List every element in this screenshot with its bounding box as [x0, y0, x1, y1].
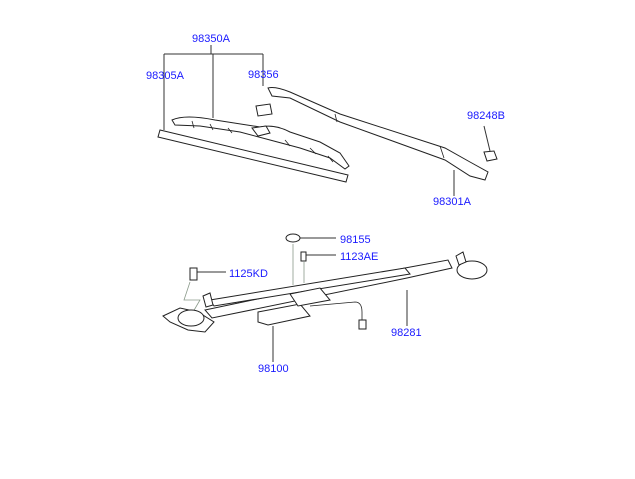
part-label-98305A[interactable]: 98305A	[146, 70, 185, 82]
cap-98155	[285, 233, 301, 243]
part-label-98155[interactable]: 98155	[340, 234, 371, 246]
leader-lines-lower	[183, 237, 408, 362]
part-label-98301A[interactable]: 98301A	[433, 196, 472, 208]
wiper-arm-98301A	[267, 87, 489, 181]
part-label-98356[interactable]: 98356	[248, 69, 279, 81]
wiper-motor-98100	[257, 287, 367, 330]
part-label-98248B[interactable]: 98248B	[467, 110, 505, 122]
part-label-1123AE[interactable]: 1123AE	[340, 251, 378, 263]
cap-98248B	[483, 125, 498, 162]
part-label-1125KD[interactable]: 1125KD	[229, 268, 268, 280]
bolt-1123AE	[300, 251, 307, 262]
part-label-98281[interactable]: 98281	[391, 327, 422, 339]
wiper-linkage-98281	[162, 251, 488, 333]
leader-lines-upper	[163, 45, 455, 196]
part-label-98100[interactable]: 98100	[258, 363, 289, 375]
clip-98356	[255, 103, 273, 117]
part-label-98350A[interactable]: 98350A	[192, 33, 231, 45]
bolt-1125KD	[189, 267, 198, 281]
wiper-blade-rubber-98305A	[157, 129, 349, 183]
wiper-blade-98350A	[171, 116, 350, 170]
